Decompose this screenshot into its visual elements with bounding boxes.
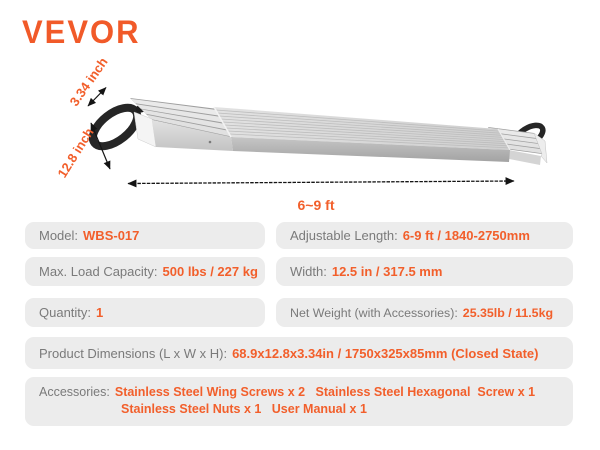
spec-adjustable-length-label: Adjustable Length:: [290, 228, 398, 243]
spec-model: Model: WBS-017: [25, 222, 265, 249]
spec-accessories-label: Accessories:: [39, 385, 110, 399]
spec-quantity: Quantity: 1: [25, 298, 265, 327]
spec-dimensions-label: Product Dimensions (L x W x H):: [39, 345, 228, 361]
spec-net-weight-label: Net Weight (with Accessories):: [290, 305, 458, 320]
plank-left-inner-section: [130, 98, 233, 151]
length-dimension-arrow: [127, 177, 515, 188]
spec-accessories-value-1: Stainless Steel Wing Screws x 2 Stainles…: [114, 385, 536, 399]
width-dimension-arrow: [90, 122, 111, 170]
spec-width-label: Width:: [290, 264, 327, 279]
spec-max-load: Max. Load Capacity: 500 lbs / 227 kg: [25, 257, 265, 286]
length-dimension-label: 6~9 ft: [297, 197, 335, 213]
spec-model-value: WBS-017: [83, 228, 140, 243]
spec-adjustable-length: Adjustable Length: 6-9 ft / 1840-2750mm: [276, 222, 573, 249]
spec-width: Width: 12.5 in / 317.5 mm: [276, 257, 573, 286]
spec-max-load-label: Max. Load Capacity:: [39, 264, 158, 279]
spec-net-weight-value: 25.35lb / 11.5kg: [462, 305, 554, 320]
vevor-logo: VEVOR: [22, 14, 141, 51]
spec-max-load-value: 500 lbs / 227 kg: [162, 264, 258, 279]
spec-net-weight: Net Weight (with Accessories): 25.35lb /…: [276, 298, 573, 327]
spec-width-value: 12.5 in / 317.5 mm: [331, 264, 443, 279]
spec-quantity-label: Quantity:: [39, 305, 92, 320]
spec-adjustable-length-value: 6-9 ft / 1840-2750mm: [402, 228, 530, 243]
spec-accessories-line1: Accessories: Stainless Steel Wing Screws …: [39, 384, 573, 401]
spec-dimensions-value: 68.9x12.8x3.34in / 1750x325x85mm (Closed…: [232, 345, 539, 361]
height-dimension-arrow: [87, 87, 107, 107]
spec-quantity-value: 1: [96, 305, 104, 320]
spec-accessories-value-2: Stainless Steel Nuts x 1 User Manual x 1: [121, 402, 367, 416]
spec-model-label: Model:: [39, 228, 79, 243]
spec-dimensions: Product Dimensions (L x W x H): 68.9x12.…: [25, 337, 573, 369]
plank-outer-section: [213, 106, 511, 162]
spec-accessories: Accessories: Stainless Steel Wing Screws …: [25, 377, 573, 426]
